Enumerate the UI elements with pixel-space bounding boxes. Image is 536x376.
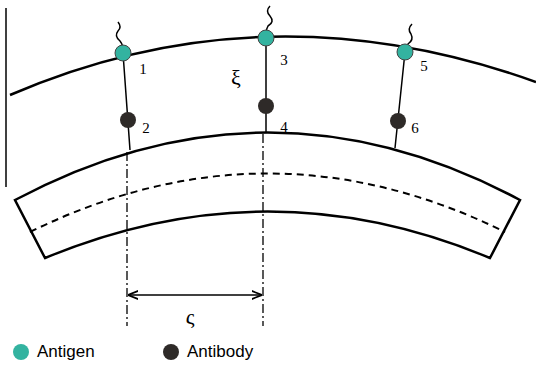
center-line xyxy=(126,152,127,326)
edge-line xyxy=(5,8,7,187)
bead-midline xyxy=(30,174,505,233)
legend-text: Antigen xyxy=(37,342,95,362)
legend-swatch xyxy=(163,344,179,360)
antibody-dot xyxy=(390,113,406,129)
callout-number: 1 xyxy=(139,62,147,77)
center-line xyxy=(262,134,263,326)
cell-membrane xyxy=(10,37,536,95)
callout-number: 3 xyxy=(280,53,288,68)
tether-1 xyxy=(116,22,130,150)
dimension-arrow xyxy=(129,294,261,296)
legend-text: Antibody xyxy=(187,342,253,362)
dimension-symbol: ξ xyxy=(231,67,241,89)
antigen-dot xyxy=(258,30,274,46)
callout-number: 4 xyxy=(280,120,288,135)
callout-number: 5 xyxy=(420,59,428,74)
antigen-dot xyxy=(115,45,131,61)
legend-swatch xyxy=(13,344,29,360)
bead-band xyxy=(15,133,520,259)
legend-item: Antibody xyxy=(162,341,253,363)
dimension-symbol: ς xyxy=(186,306,195,328)
callout-number: 2 xyxy=(142,121,150,136)
antibody-dot xyxy=(120,112,136,128)
callout-number: 6 xyxy=(411,121,419,136)
legend-item: Antigen xyxy=(12,341,95,363)
antibody-dot xyxy=(258,98,274,114)
tether-3 xyxy=(395,24,412,148)
antigen-dot xyxy=(397,44,413,60)
